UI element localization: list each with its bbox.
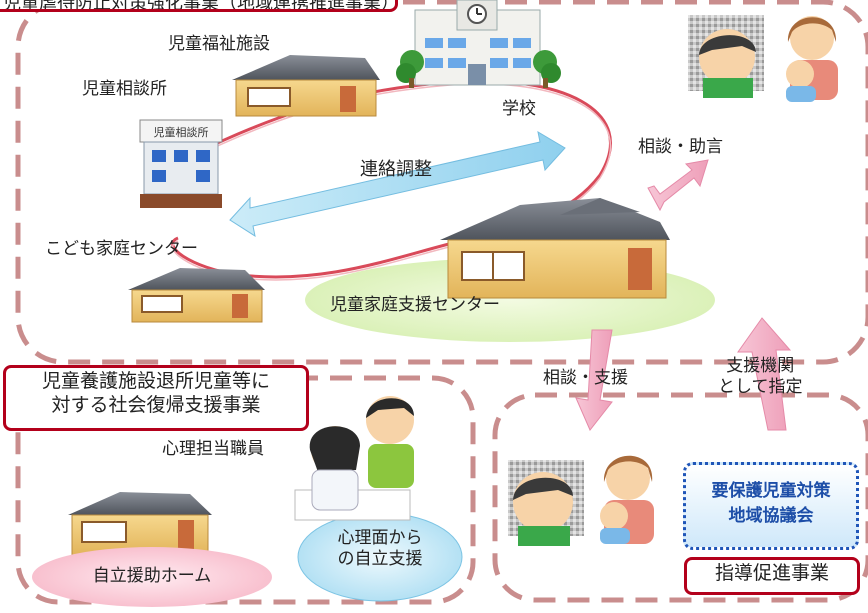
- advice-label: 相談・助言: [638, 137, 723, 157]
- family-center-label: こども家庭センター: [45, 239, 198, 259]
- council-line1: 要保護児童対策: [711, 481, 831, 501]
- designation-line1: 支援機関: [726, 356, 795, 376]
- welfare-facility-house: [232, 55, 380, 117]
- designation-arrow: [737, 317, 792, 431]
- consultation-office-label: 児童相談所: [82, 79, 167, 99]
- psych-line1: 心理面から: [337, 528, 423, 548]
- family-center-house: [128, 268, 265, 323]
- support-center-label: 児童家庭支援センター: [330, 295, 500, 315]
- designation-line2: として指定: [718, 377, 803, 398]
- consultation-office-building: 児童相談所: [139, 119, 223, 208]
- counseling-illustration: [294, 396, 414, 521]
- psych-staff-label: 心理担当職員: [162, 439, 264, 459]
- top-title: 児童虐待防止対策強化事業（地域連携推進事業）: [0, 0, 398, 12]
- liaison-label: 連絡調整: [360, 159, 432, 180]
- return-project-box: 児童養護施設退所児童等に 対する社会復帰支援事業: [3, 365, 309, 431]
- psych-line2: の自立支援: [337, 549, 423, 570]
- consult-support-arrow: [575, 329, 613, 431]
- return-project-line2: 対する社会復帰支援事業: [51, 393, 261, 416]
- council-line2: 地域協議会: [728, 505, 814, 526]
- designation-label: 支援機関 として指定: [718, 356, 803, 399]
- consult-support-label: 相談・支援: [543, 368, 628, 388]
- guidance-project-box: 指導促進事業: [684, 557, 860, 595]
- self-reliance-home-house: [68, 492, 212, 556]
- family-bottom-illustration: [508, 455, 654, 546]
- psych-support-label: 心理面から の自立支援: [320, 528, 440, 571]
- right-region-border: [492, 392, 868, 603]
- council-box: 要保護児童対策 地域協議会: [683, 462, 859, 550]
- family-top-illustration: [688, 15, 838, 102]
- liaison-arrow: [229, 130, 566, 238]
- top-region-border: [15, 0, 868, 365]
- office-sign: 児童相談所: [154, 125, 209, 139]
- advice-arrow: [647, 159, 709, 212]
- welfare-facility-label: 児童福祉施設: [168, 34, 270, 54]
- return-project-line1: 児童養護施設退所児童等に: [41, 370, 270, 392]
- school-building: [396, 0, 561, 88]
- self-reliance-home-ellipse: [32, 547, 272, 607]
- self-reliance-home-label: 自立援助ホーム: [92, 566, 212, 586]
- support-center-house: [440, 198, 670, 299]
- school-label: 学校: [502, 99, 536, 119]
